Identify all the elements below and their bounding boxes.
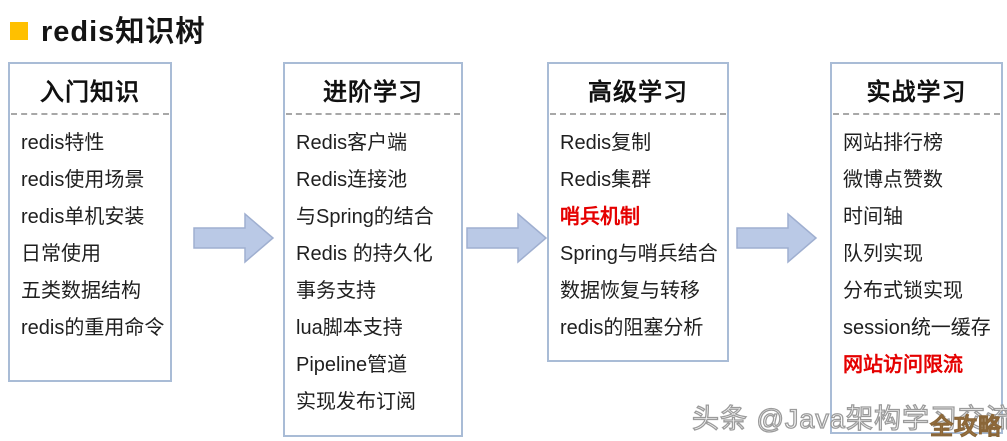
header-divider [833, 113, 1000, 115]
list-item: 五类数据结构 [21, 280, 141, 302]
right-block-arrow-icon [736, 212, 818, 264]
list-item: Redis复制 [560, 132, 652, 154]
list-item: 日常使用 [21, 243, 101, 265]
knowledge-column: 实战学习网站排行榜微博点赞数时间轴队列实现分布式锁实现 session统一缓存网站… [830, 62, 1003, 434]
list-item: session统一缓存 [843, 317, 991, 339]
list-item: 网站访问限流 [843, 354, 963, 376]
watermark-stamp: 全攻略 [930, 413, 1002, 440]
list-item: 网站排行榜 [843, 132, 943, 154]
header-divider [11, 113, 169, 115]
watermark-text: 头条 @Java架构学习交流 [691, 403, 1007, 434]
column-items: Redis复制 Redis集群哨兵机制 Spring与哨兵结合数据恢复与转移 redi… [549, 115, 727, 347]
list-item: Spring与哨兵结合 [560, 243, 718, 265]
list-item: redis的阻塞分析 [560, 317, 704, 339]
list-item: redis单机安装 [21, 206, 145, 228]
list-item: 实现发布订阅 [296, 391, 416, 413]
column-header: 实战学习 [866, 79, 967, 106]
list-item: redis特性 [21, 132, 105, 154]
page-title-row: redis知识树 [10, 8, 205, 50]
column-items: redis特性 redis使用场景 redis单机安装日常使用五类数据结构 redis… [10, 115, 170, 347]
list-item: lua脚本支持 [296, 317, 403, 339]
list-item: 事务支持 [296, 280, 376, 302]
orange-square-bullet-icon [10, 22, 28, 40]
list-item: 微博点赞数 [843, 169, 943, 191]
list-item: Redis 的持久化 [296, 243, 433, 265]
list-item: Redis集群 [560, 169, 652, 191]
list-item: Pipeline管道 [296, 354, 408, 376]
column-items: Redis客户端 Redis连接池与Spring的结合 Redis 的持久化事务支持… [285, 115, 461, 421]
list-item: Redis连接池 [296, 169, 408, 191]
list-item: 数据恢复与转移 [560, 280, 700, 302]
list-item: redis使用场景 [21, 169, 145, 191]
right-block-arrow-icon [193, 212, 275, 264]
list-item: 队列实现 [843, 243, 923, 265]
list-item: Redis客户端 [296, 132, 408, 154]
column-items: 网站排行榜微博点赞数时间轴队列实现分布式锁实现 session统一缓存网站访问限流 [832, 115, 1001, 384]
list-item: redis的重用命令 [21, 317, 165, 339]
knowledge-column: 进阶学习 Redis客户端 Redis连接池与Spring的结合 Redis 的持久化… [283, 62, 463, 437]
page-title: redis知识树 [41, 16, 206, 48]
header-divider [550, 113, 726, 115]
column-header: 进阶学习 [323, 79, 423, 106]
list-item: 分布式锁实现 [843, 280, 963, 302]
list-item: 哨兵机制 [560, 206, 640, 228]
header-divider [286, 113, 460, 115]
right-block-arrow-icon [466, 212, 548, 264]
list-item: 与Spring的结合 [296, 206, 434, 228]
column-header: 高级学习 [588, 79, 688, 106]
list-item: 时间轴 [843, 206, 903, 228]
knowledge-column: 高级学习 Redis复制 Redis集群哨兵机制 Spring与哨兵结合数据恢复与转移… [547, 62, 729, 362]
column-header: 入门知识 [40, 79, 140, 106]
